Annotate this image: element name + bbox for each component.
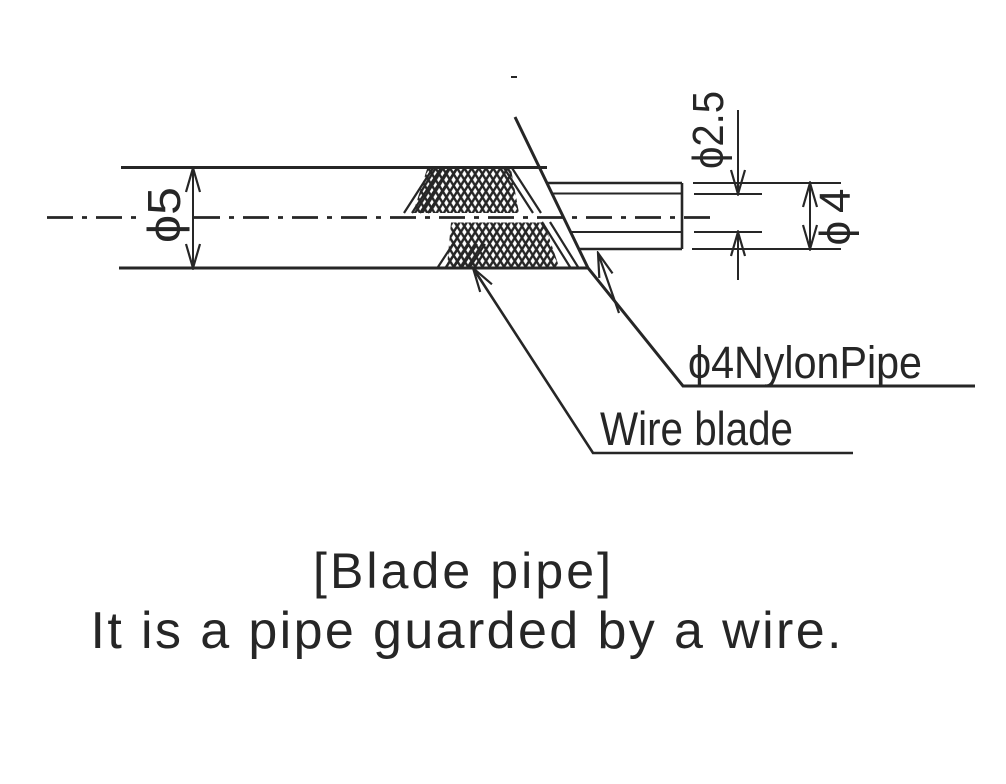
phi4-dimension: ϕ4 bbox=[692, 183, 860, 249]
caption-description: It is a pipe guarded by a wire. bbox=[91, 602, 842, 660]
phi5-dimension-label: ϕ5 bbox=[138, 187, 190, 243]
phi25-dimension: ϕ2.5 bbox=[684, 91, 762, 280]
wire-blade-leader bbox=[473, 268, 853, 455]
break-line-nylon-leader bbox=[513, 116, 975, 388]
wire-blade-label: Wire blade bbox=[600, 402, 793, 455]
phi4-dimension-label: ϕ4 bbox=[811, 189, 860, 246]
caption-block: [Blade pipe] It is a pipe guarded by a w… bbox=[91, 543, 842, 660]
nylon-pipe-arrow bbox=[598, 253, 621, 314]
caption-title: [Blade pipe] bbox=[313, 543, 611, 599]
mesh-band-lower bbox=[447, 222, 559, 267]
phi5-label-backing bbox=[140, 189, 192, 242]
mesh-band-upper bbox=[413, 169, 519, 213]
phi25-dimension-label: ϕ2.5 bbox=[684, 91, 733, 169]
nylon-pipe-outline bbox=[547, 181, 684, 251]
mesh-end-hatching bbox=[403, 167, 579, 268]
wire-braid-mesh bbox=[403, 167, 579, 268]
nylon-pipe-label: ϕ4NylonPipe bbox=[688, 337, 922, 388]
